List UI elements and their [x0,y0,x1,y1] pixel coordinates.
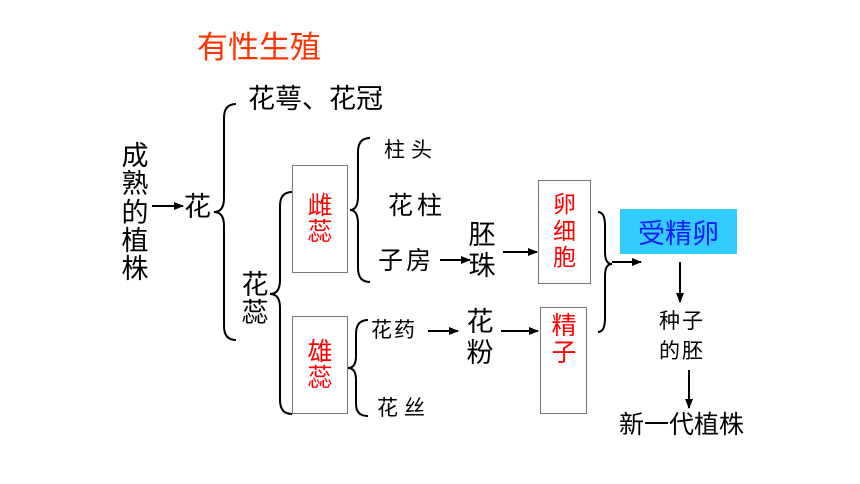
ovule-text: 胚珠 [468,220,496,283]
pollen-label: 花粉 [462,307,498,369]
brace-fertilization [597,211,613,333]
stamen-pistil-text: 花蕊 [241,270,269,330]
stigma-label: 柱头 [384,138,438,162]
sperm-box: 精子 [540,307,587,414]
filament-label: 花丝 [377,396,431,420]
ovule-label: 胚珠 [464,220,500,282]
brace-stamen [347,319,369,417]
stamen-box: 雄蕊 [292,316,348,414]
stamen-pistil-label: 花蕊 [237,270,273,330]
pollen-text: 花粉 [466,307,494,370]
mature-plant-text: 成熟的植株 [121,141,149,286]
fertilized-egg-box: 受精卵 [620,209,737,254]
style-label: 花柱 [388,191,447,220]
calyx-corolla-label: 花萼、花冠 [248,84,383,115]
embryo-text: 种子的胚 [659,309,705,364]
brace-flower [213,103,237,341]
egg-cell-box: 卵细胞 [538,180,591,284]
new-plant-label: 新一代植株 [619,410,745,439]
pistil-label: 雌蕊 [307,190,333,246]
ovary-label: 子房 [378,246,435,275]
stamen-label: 雄蕊 [307,336,333,392]
brace-stamen-pistil [269,191,293,415]
anther-label: 花药 [371,318,417,342]
mature-plant-label: 成熟的植株 [117,141,153,286]
egg-cell-label: 卵细胞 [553,192,576,272]
pistil-box: 雌蕊 [292,165,348,273]
embryo-label: 种子的胚 [652,306,712,367]
diagram-title: 有性生殖 [197,30,321,66]
flower-label: 花 [184,192,211,223]
sperm-label: 精子 [551,311,577,367]
fertilized-egg-label: 受精卵 [638,219,719,250]
brace-pistil [349,137,371,283]
